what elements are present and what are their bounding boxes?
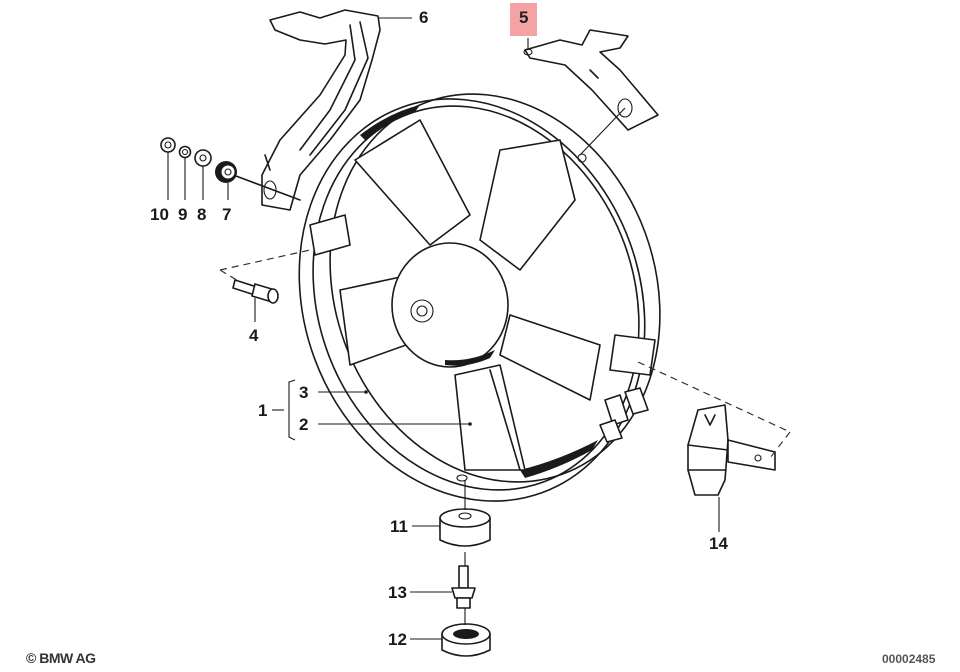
fan-blades-part-2[interactable] [339,119,601,471]
callout-4[interactable]: 4 [249,326,259,345]
washer-part-9[interactable] [178,145,192,159]
callout-1[interactable]: 1 [258,401,268,420]
rubber-mount-part-11[interactable] [439,508,491,547]
washer-part-8[interactable] [194,149,212,167]
nut-part-10[interactable] [160,137,176,153]
bracket-part-5[interactable] [523,29,659,131]
bolt-part-4[interactable] [232,279,279,304]
callout-11[interactable]: 11 [390,517,408,536]
callout-12[interactable]: 12 [388,630,407,649]
callout-5[interactable]: 5 [510,3,538,36]
bracket-part-6[interactable] [261,9,381,211]
bracket-part-14[interactable] [687,404,776,496]
callout-14[interactable]: 14 [709,534,728,553]
callout-10[interactable]: 10 [150,205,169,224]
leader-lines [167,17,720,640]
assembly-guide-lines [219,107,791,625]
fan-motor-hub [391,242,509,368]
callout-6[interactable]: 6 [419,8,429,27]
fan-shroud-part-3[interactable] [244,47,713,550]
callout-8[interactable]: 8 [197,205,207,224]
callout-9[interactable]: 9 [178,205,188,224]
stud-part-13[interactable] [451,565,476,609]
grommet-part-7[interactable] [215,161,237,183]
rubber-mount-part-12[interactable] [441,623,491,657]
callout-2[interactable]: 2 [299,415,309,434]
callout-7[interactable]: 7 [222,205,232,224]
diagram-number: 00002485 [882,652,936,666]
callout-13[interactable]: 13 [388,583,407,602]
callout-3[interactable]: 3 [299,383,309,402]
copyright-text: © BMW AG [26,650,96,666]
